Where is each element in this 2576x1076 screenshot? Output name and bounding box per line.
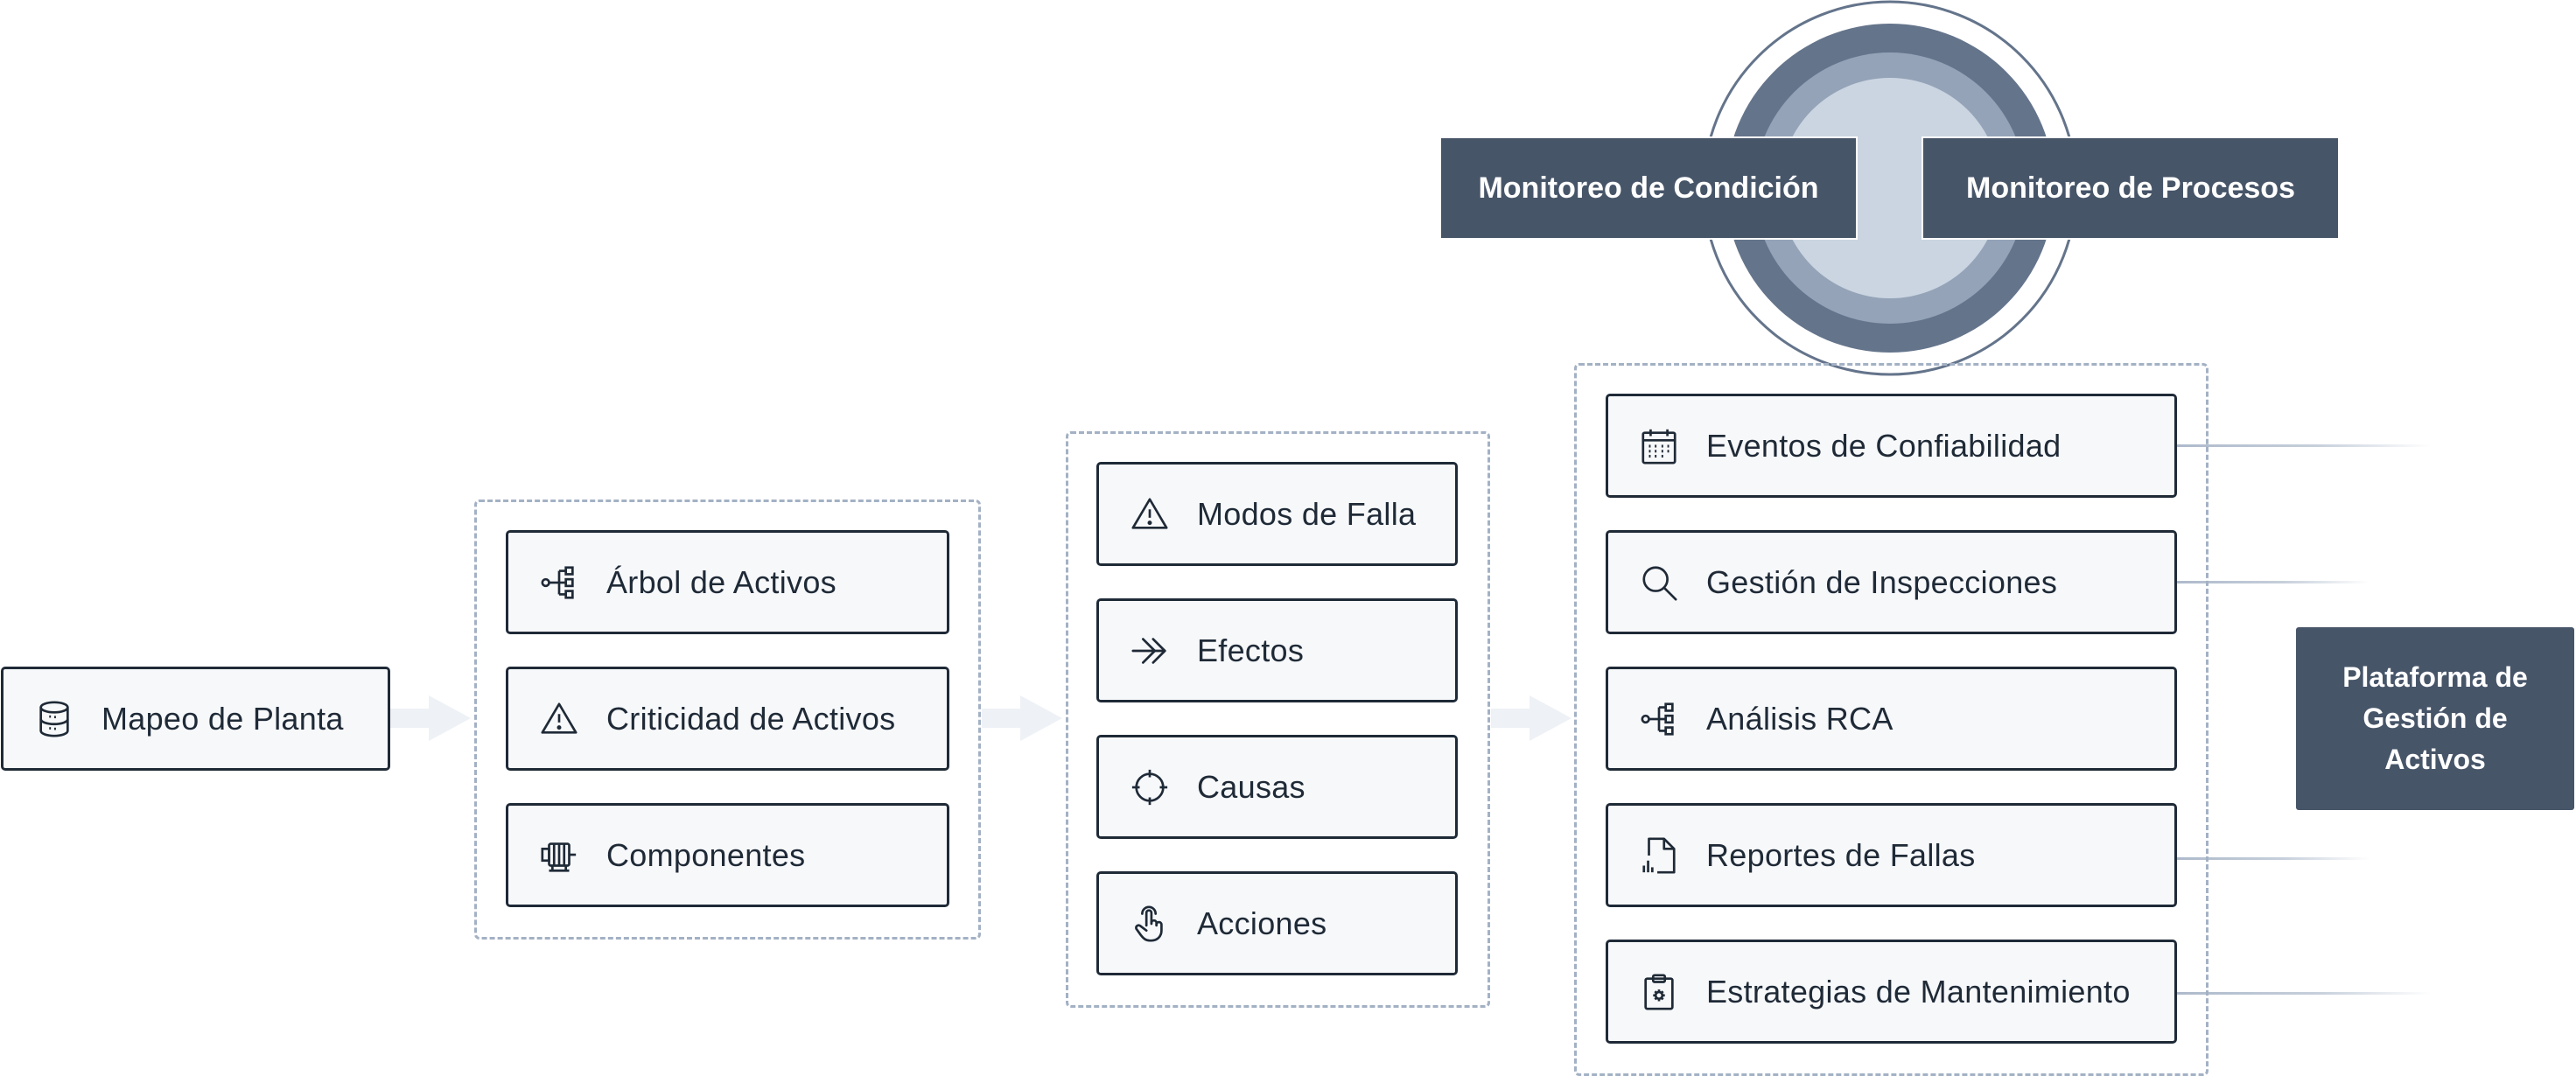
hierarchy-icon	[1638, 698, 1680, 740]
acciones-label: Acciones	[1197, 905, 1327, 941]
database-icon	[33, 698, 75, 740]
hierarchy-icon	[538, 562, 580, 604]
plataforma-label: Plataforma de Gestión de Activos	[2342, 657, 2528, 780]
calendar-icon	[1638, 425, 1680, 467]
reliability-group	[1574, 363, 2208, 1076]
plataforma-label-line-1: Plataforma de	[2342, 661, 2528, 693]
gestion-de-inspecciones-label: Gestión de Inspecciones	[1706, 563, 2058, 600]
analisis-rca-label: Análisis RCA	[1706, 700, 1894, 737]
reportes-de-fallas-item[interactable]: Reportes de Fallas	[1606, 803, 2177, 907]
plataforma-label-line-3: Activos	[2384, 744, 2486, 775]
connector-line-inspecciones	[2177, 581, 2370, 583]
estrategias-de-mantenimiento-label: Estrategias de Mantenimiento	[1706, 973, 2131, 1010]
componentes-item[interactable]: Componentes	[506, 803, 949, 907]
assets-group	[474, 500, 981, 940]
arbol-de-activos-label: Árbol de Activos	[606, 563, 836, 600]
monitoreo-de-procesos-box[interactable]: Monitoreo de Procesos	[1922, 136, 2340, 240]
motor-icon	[538, 835, 580, 877]
connector-line-eventos	[2177, 444, 2431, 447]
analisis-rca-item[interactable]: Análisis RCA	[1606, 667, 2177, 771]
plataforma-label-line-2: Gestión de	[2362, 702, 2508, 734]
reportes-de-fallas-label: Reportes de Fallas	[1706, 836, 1976, 873]
connector-line-reportes	[2177, 857, 2370, 860]
flow-arrow-3	[1491, 695, 1572, 741]
report-icon	[1638, 835, 1680, 877]
plataforma-de-gestion-box[interactable]: Plataforma de Gestión de Activos	[2296, 627, 2574, 810]
arbol-de-activos-item[interactable]: Árbol de Activos	[506, 530, 949, 634]
failure-group	[1066, 431, 1490, 1008]
mapeo-de-planta-box[interactable]: Mapeo de Planta	[1, 667, 390, 771]
hand-pointer-icon	[1129, 903, 1171, 945]
causas-item[interactable]: Causas	[1096, 735, 1458, 839]
efectos-label: Efectos	[1197, 632, 1305, 668]
gestion-de-inspecciones-item[interactable]: Gestión de Inspecciones	[1606, 530, 2177, 634]
eventos-de-confiabilidad-label: Eventos de Confiabilidad	[1706, 427, 2062, 464]
monitoreo-de-condicion-box[interactable]: Monitoreo de Condición	[1439, 136, 1858, 240]
modos-de-falla-label: Modos de Falla	[1197, 495, 1417, 532]
criticidad-de-activos-item[interactable]: Criticidad de Activos	[506, 667, 949, 771]
acciones-item[interactable]: Acciones	[1096, 871, 1458, 975]
flow-arrow-2	[982, 695, 1062, 741]
double-arrow-icon	[1129, 630, 1171, 672]
clipboard-gear-icon	[1638, 971, 1680, 1013]
efectos-item[interactable]: Efectos	[1096, 598, 1458, 702]
search-icon	[1638, 562, 1680, 604]
mapeo-de-planta-label: Mapeo de Planta	[102, 700, 344, 737]
warning-icon	[538, 698, 580, 740]
eventos-de-confiabilidad-item[interactable]: Eventos de Confiabilidad	[1606, 394, 2177, 498]
monitoreo-de-condicion-label: Monitoreo de Condición	[1478, 171, 1819, 205]
warning-icon	[1129, 493, 1171, 535]
criticidad-de-activos-label: Criticidad de Activos	[606, 700, 896, 737]
flow-arrow-1	[390, 695, 471, 741]
modos-de-falla-item[interactable]: Modos de Falla	[1096, 462, 1458, 566]
causas-label: Causas	[1197, 768, 1306, 805]
connector-line-estrategias	[2177, 992, 2431, 995]
crosshair-icon	[1129, 766, 1171, 808]
componentes-label: Componentes	[606, 836, 806, 873]
estrategias-de-mantenimiento-item[interactable]: Estrategias de Mantenimiento	[1606, 940, 2177, 1044]
monitoreo-de-procesos-label: Monitoreo de Procesos	[1966, 171, 2295, 205]
